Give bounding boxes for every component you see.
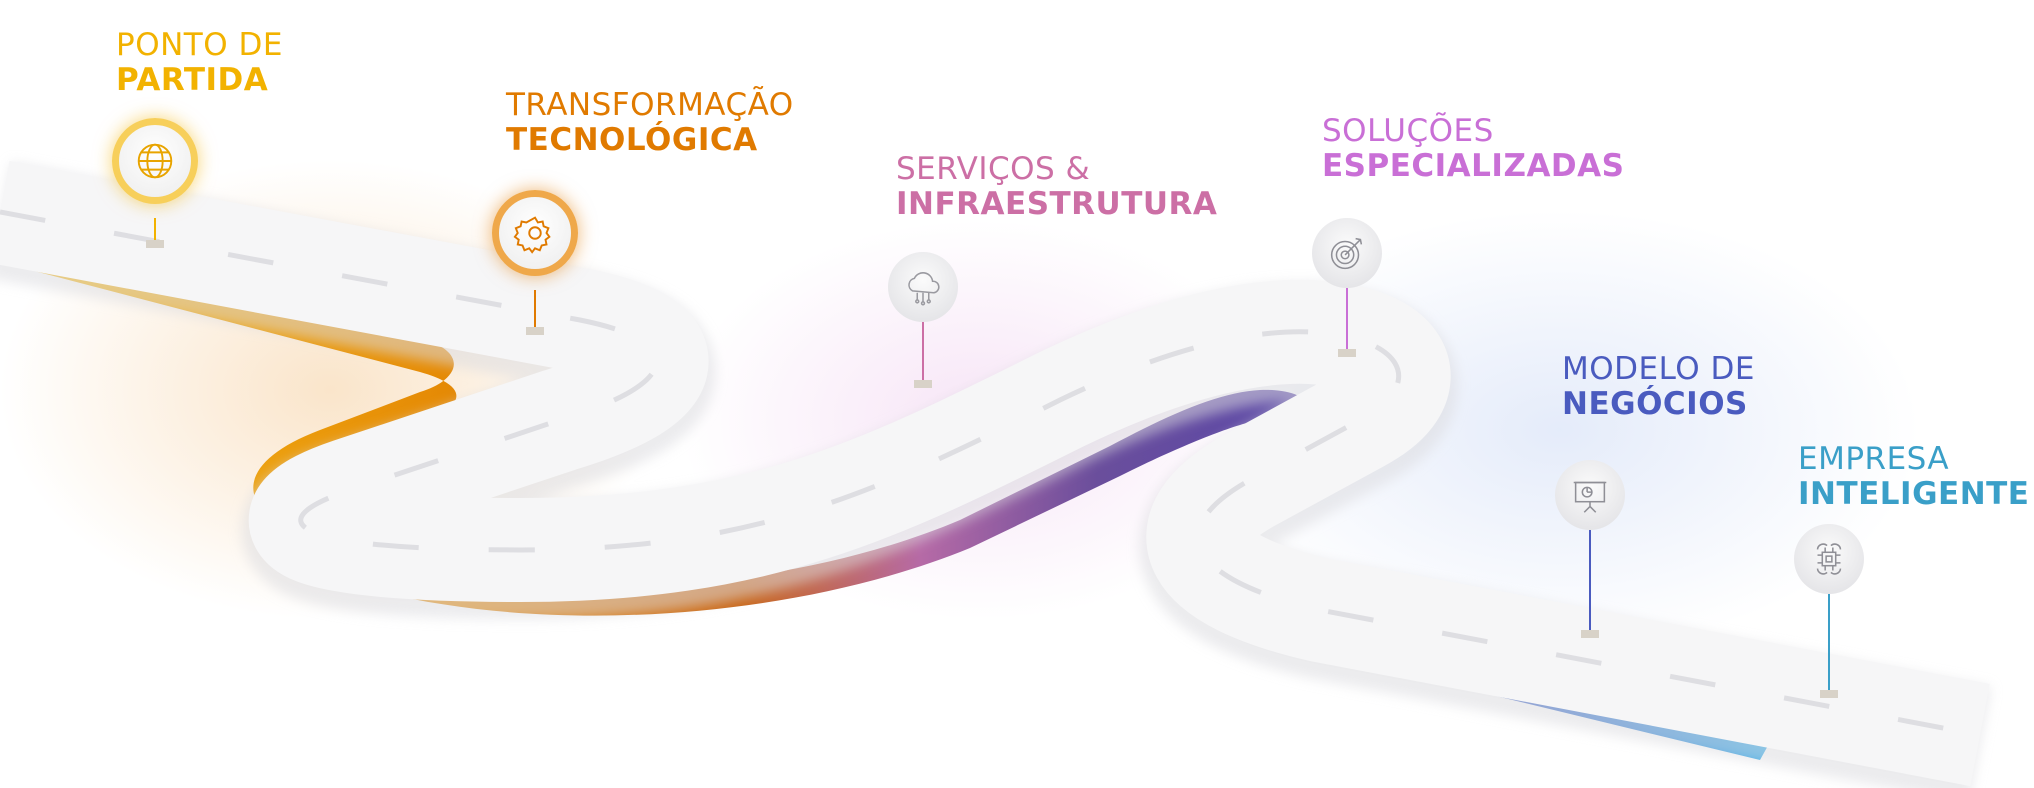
milestone-1-line1: PONTO DE bbox=[116, 27, 283, 63]
milestone-1-label: PONTO DE PARTIDA bbox=[116, 28, 283, 97]
ai-chip-icon bbox=[1794, 524, 1864, 594]
milestone-2-line1: TRANSFORMAÇÃO bbox=[506, 87, 794, 123]
milestone-6-line2: INTELIGENTE bbox=[1798, 475, 2030, 512]
milestone-5-line1: MODELO DE bbox=[1562, 351, 1755, 387]
milestone-6-label: EMPRESA INTELIGENTE bbox=[1798, 442, 2029, 511]
gear-icon bbox=[492, 190, 578, 276]
milestone-5-label: MODELO DE NEGÓCIOS bbox=[1562, 352, 1755, 421]
pin-base-6 bbox=[1820, 690, 1838, 698]
presentation-chart-icon bbox=[1555, 460, 1625, 530]
pin-base-2 bbox=[526, 327, 544, 335]
milestone-3-line1: SERVIÇOS & bbox=[896, 151, 1091, 187]
milestone-5-line2: NEGÓCIOS bbox=[1562, 385, 1748, 422]
milestone-2-label: TRANSFORMAÇÃO TECNOLÓGICA bbox=[506, 88, 794, 157]
target-icon bbox=[1312, 218, 1382, 288]
milestone-4-label: SOLUÇÕES ESPECIALIZADAS bbox=[1322, 114, 1624, 183]
milestone-6-line1: EMPRESA bbox=[1798, 441, 1950, 477]
pin-base-5 bbox=[1581, 630, 1599, 638]
milestone-2-line2: TECNOLÓGICA bbox=[506, 121, 758, 158]
milestone-3-line2: INFRAESTRUTURA bbox=[896, 185, 1218, 222]
milestone-1-line2: PARTIDA bbox=[116, 61, 269, 98]
cloud-network-icon bbox=[888, 252, 958, 322]
milestone-4-line1: SOLUÇÕES bbox=[1322, 113, 1494, 149]
road-center-line bbox=[0, 209, 1981, 738]
milestone-3-label: SERVIÇOS & INFRAESTRUTURA bbox=[896, 152, 1217, 221]
pin-base-3 bbox=[914, 380, 932, 388]
pin-base-4 bbox=[1338, 349, 1356, 357]
globe-icon bbox=[112, 118, 198, 204]
milestone-4-line2: ESPECIALIZADAS bbox=[1322, 147, 1625, 184]
pin-base-1 bbox=[146, 240, 164, 248]
